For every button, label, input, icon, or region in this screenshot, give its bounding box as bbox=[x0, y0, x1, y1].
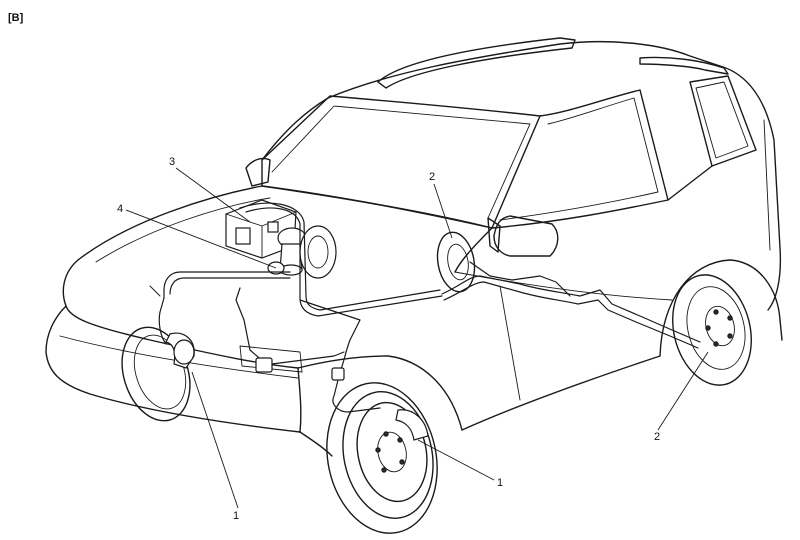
vehicle-body bbox=[45, 37, 783, 457]
callout-master-cylinder: 4 bbox=[117, 203, 123, 215]
front-right-wheel bbox=[326, 382, 438, 534]
callout-labels: 1 1 2 2 3 4 bbox=[117, 156, 660, 522]
callout-abs-actuator: 3 bbox=[169, 156, 175, 168]
front-left-wheel bbox=[121, 326, 195, 422]
master-cylinder bbox=[267, 225, 337, 279]
left-rear-brake-disc bbox=[436, 231, 476, 293]
figure-tag: [B] bbox=[8, 12, 24, 24]
callout-leaders bbox=[125, 167, 709, 509]
rear-wheel bbox=[672, 274, 752, 386]
callout-rear-brake: 2 bbox=[654, 431, 660, 443]
brake-lines bbox=[158, 202, 701, 413]
callout-left-rear-line: 2 bbox=[429, 171, 435, 183]
callout-front-right-brake: 1 bbox=[497, 477, 503, 489]
abs-actuator bbox=[225, 199, 297, 259]
callout-front-left-brake: 1 bbox=[233, 510, 239, 522]
